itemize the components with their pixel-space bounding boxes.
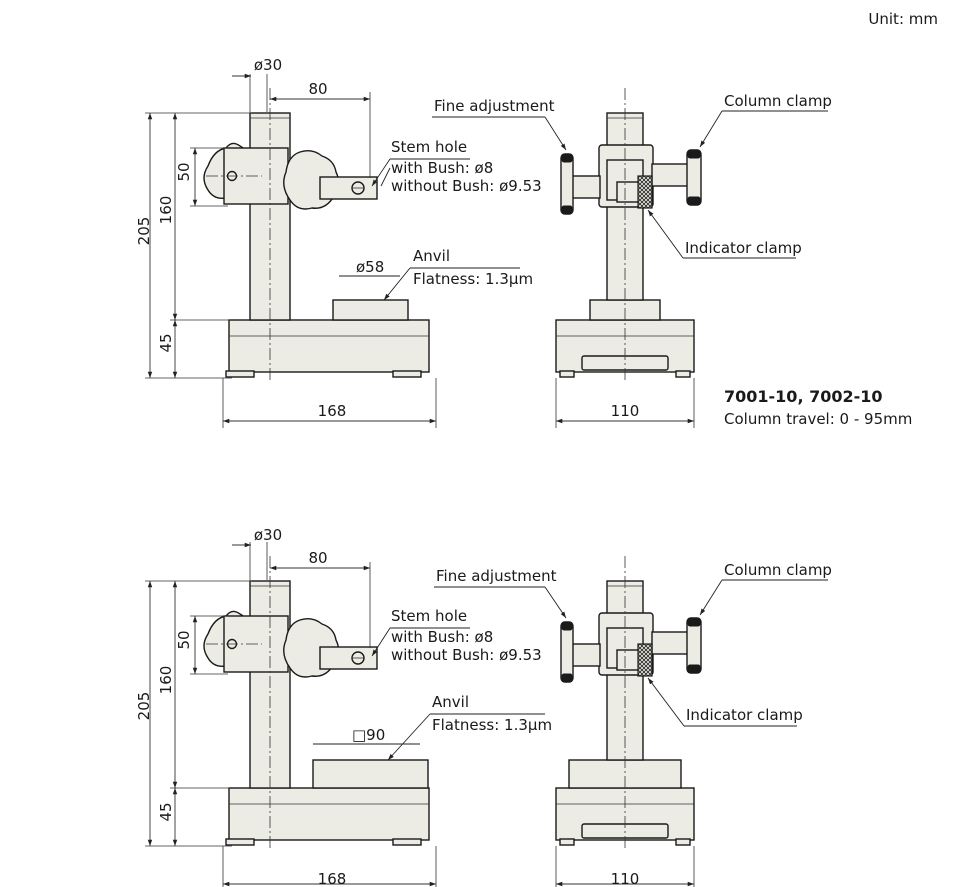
dim-column-dia: ø30 xyxy=(254,526,282,544)
base-foot xyxy=(225,370,255,378)
diagram-1: ø30 80 50 205 160 45 168 St xyxy=(135,56,912,428)
base-foot xyxy=(675,370,691,378)
dim-total-height: 205 xyxy=(135,692,153,721)
column-travel: Column travel: 0 - 95mm xyxy=(724,410,912,428)
fine-adjustment-knob xyxy=(560,153,574,215)
indicator-clamp-knob xyxy=(637,175,653,209)
diagram-2: ø30 80 50 205 160 45 168 Stem hole xyxy=(135,526,832,887)
dim-knob-height: 50 xyxy=(175,162,193,181)
dim-base-height: 45 xyxy=(157,333,175,352)
dim-reach: 80 xyxy=(308,80,327,98)
label-stem-hole: Stem hole xyxy=(391,607,467,625)
label-with-bush: with Bush: ø8 xyxy=(391,628,493,646)
side-view-1: ø30 80 50 205 160 45 168 St xyxy=(135,56,542,428)
dim-knob-height: 50 xyxy=(175,630,193,649)
anvil xyxy=(332,299,409,321)
label-fine-adjustment: Fine adjustment xyxy=(434,97,555,115)
label-column-clamp: Column clamp xyxy=(724,561,832,579)
base xyxy=(228,319,430,373)
stem-arm xyxy=(319,176,378,200)
dim-column-dia: ø30 xyxy=(254,56,282,74)
dim-base-width: 168 xyxy=(318,870,347,887)
label-anvil: Anvil xyxy=(432,693,469,711)
base-foot xyxy=(392,370,422,378)
fine-adjustment-knob xyxy=(560,621,574,683)
side-view-2: ø30 80 50 205 160 45 168 Stem hole xyxy=(135,526,552,887)
label-without-bush: without Bush: ø9.53 xyxy=(391,646,542,664)
indicator-clamp-knob xyxy=(637,643,653,677)
front-view-2: 110 Fine adjustment Column clamp Indicat… xyxy=(434,556,832,887)
label-anvil-size: □90 xyxy=(352,726,385,744)
label-stem-hole: Stem hole xyxy=(391,138,467,156)
label-column-clamp: Column clamp xyxy=(724,92,832,110)
label-anvil-size: ø58 xyxy=(356,258,384,276)
base-foot xyxy=(559,370,575,378)
dim-front-width: 110 xyxy=(611,402,640,420)
base-foot xyxy=(675,838,691,846)
model-number: 7001-10, 7002-10 xyxy=(724,387,883,406)
dim-reach: 80 xyxy=(308,549,327,567)
dim-base-height: 45 xyxy=(157,802,175,821)
base xyxy=(228,787,430,841)
unit-label: Unit: mm xyxy=(868,10,938,28)
label-fine-adjustment: Fine adjustment xyxy=(436,567,557,585)
base-foot xyxy=(225,838,255,846)
front-view-1: 110 Fine adjustment Column clamp Indicat… xyxy=(432,88,832,428)
label-indicator-clamp: Indicator clamp xyxy=(686,706,803,724)
label-flatness: Flatness: 1.3µm xyxy=(432,716,552,734)
dim-stem-height: 160 xyxy=(157,666,175,695)
dim-total-height: 205 xyxy=(135,217,153,246)
label-anvil: Anvil xyxy=(413,247,450,265)
label-indicator-clamp: Indicator clamp xyxy=(685,239,802,257)
base-foot xyxy=(559,838,575,846)
label-with-bush: with Bush: ø8 xyxy=(391,159,493,177)
label-without-bush: without Bush: ø9.53 xyxy=(391,177,542,195)
dim-base-width: 168 xyxy=(318,402,347,420)
dim-front-width: 110 xyxy=(611,870,640,887)
anvil xyxy=(312,759,429,789)
stem-arm xyxy=(319,646,378,670)
dim-stem-height: 160 xyxy=(157,196,175,225)
base-foot xyxy=(392,838,422,846)
label-flatness: Flatness: 1.3µm xyxy=(413,270,533,288)
